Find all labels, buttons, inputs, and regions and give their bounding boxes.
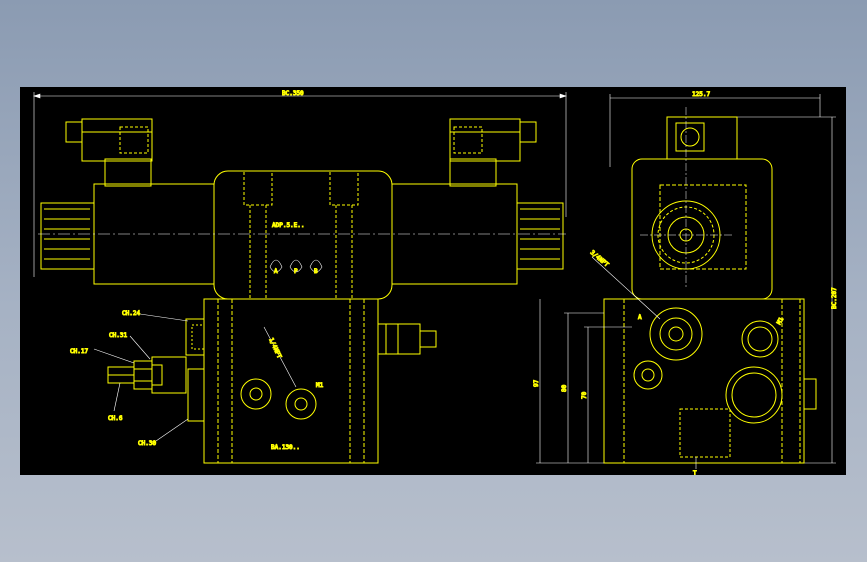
left-cable-gland (65, 121, 83, 143)
nut-ch31-label: CH.31 (109, 332, 127, 339)
right-connector-window (453, 126, 483, 154)
port-p-label: P (294, 268, 298, 275)
side-manifold-block (603, 298, 805, 464)
side-gauge-port (741, 320, 779, 358)
valve-body (213, 170, 393, 300)
left-connector-head (81, 118, 153, 162)
nut-ch6-label: CH.6 (108, 415, 123, 422)
side-port-main (649, 307, 703, 361)
side-gauge-label: M1 (776, 316, 786, 326)
side-height-label: BC.207 (831, 287, 838, 309)
manifold-block (203, 298, 379, 464)
dim-80-label: 80 (561, 384, 568, 392)
right-connector-box (449, 158, 497, 187)
side-port-small (633, 360, 663, 390)
right-cable-gland (519, 121, 537, 143)
left-fitting-upper (185, 318, 205, 356)
manifold-port-right (285, 388, 317, 420)
left-fitting-tee (151, 356, 187, 394)
front-view: BC.350 ADP.5.E.. A P B (33, 90, 567, 464)
spec-label: ADP.5.E.. (272, 222, 305, 229)
port-a-label: A (274, 268, 278, 275)
dim-97-label: 97 (533, 379, 540, 387)
side-width-dimension (609, 94, 836, 464)
left-fitting-nut (133, 360, 153, 390)
cad-viewport[interactable]: BC.350 ADP.5.E.. A P B (20, 87, 846, 475)
left-connector-box (104, 158, 152, 187)
side-thread-label: 3/4NPT (589, 249, 610, 269)
nut-ch24-label: CH.24 (122, 310, 140, 317)
side-height-dimensions (536, 299, 632, 464)
front-gauge-label: M1 (316, 382, 324, 389)
technical-drawing: BC.350 ADP.5.E.. A P B (33, 90, 839, 476)
left-connector-window (119, 126, 149, 154)
overall-width-dimension (33, 92, 567, 277)
side-width-label: 125.7 (692, 91, 710, 98)
left-fitting-lower (187, 368, 205, 422)
overall-width-label: BC.350 (282, 90, 304, 97)
manifold-port-left (240, 378, 272, 410)
dim-70-label: 70 (581, 391, 588, 399)
nut-ch30-label: CH.30 (138, 440, 156, 447)
port-b-label: B (314, 268, 318, 275)
side-port-large (725, 366, 783, 424)
nut-ch17-label: CH.17 (70, 348, 88, 355)
front-thread-label: 1/4NPT (267, 337, 283, 360)
port-markers (269, 259, 323, 273)
right-manual-knob (516, 202, 564, 270)
right-fitting (377, 323, 421, 355)
left-manual-knob (40, 202, 95, 270)
side-fitting (803, 378, 817, 410)
nut-leaders (93, 313, 189, 442)
dim-t-label: T (693, 470, 697, 475)
right-connector-head (449, 118, 521, 162)
dim-a-label: A (638, 314, 642, 321)
base-label: BA.130.. (271, 444, 300, 451)
side-view: 125.7 BC.207 T (533, 91, 839, 476)
